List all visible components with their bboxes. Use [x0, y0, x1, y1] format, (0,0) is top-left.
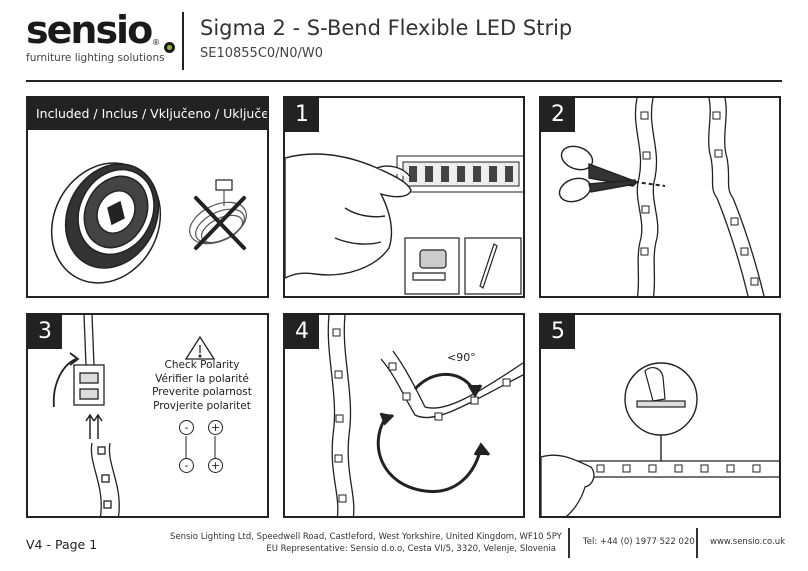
positive-sign: +	[208, 420, 223, 435]
company-address: Sensio Lighting Ltd, Speedwell Road, Cas…	[170, 531, 562, 555]
polarity-line: Preverite polarnost	[152, 386, 252, 398]
polarity-instructions: Check Polarity Vérifier la polarité Prev…	[142, 359, 262, 413]
curved-arrow-icon	[52, 352, 80, 408]
page-version: V4 - Page 1	[26, 537, 98, 552]
header-divider	[182, 12, 184, 70]
step-number: 1	[285, 98, 319, 132]
brand-name: sensio	[26, 8, 153, 52]
negative-sign: -	[179, 420, 194, 435]
step-2-panel: 2	[539, 96, 781, 298]
step-2-illustration	[558, 98, 765, 296]
step-1-panel: 1	[283, 96, 525, 298]
s-bend-strip-icon	[327, 315, 523, 516]
step-number: 5	[541, 315, 575, 349]
up-arrows-icon	[85, 413, 103, 439]
warning-icon	[184, 335, 216, 360]
rotate-arrow-icon	[376, 373, 491, 493]
included-panel: Included / Inclus / Vključeno / Uključen…	[26, 96, 269, 298]
connector-wire-icon	[73, 315, 105, 406]
product-code: SE10855C0/N0/W0	[200, 46, 324, 61]
led-strip-icon	[396, 155, 523, 193]
negative-sign: -	[179, 458, 194, 473]
s-bend-strip-icon	[90, 442, 120, 516]
address-line: EU Representative: Sensio d.o.o, Cesta V…	[266, 544, 556, 554]
led-chip-icon	[332, 328, 511, 503]
telephone: Tel: +44 (0) 1977 522 020	[583, 537, 695, 547]
tape-measure-icon	[404, 237, 460, 295]
footer-divider	[568, 528, 570, 558]
header-rule	[26, 80, 782, 82]
not-included-x-icon	[194, 196, 246, 250]
brand-tagline: furniture lighting solutions	[26, 52, 165, 64]
step-3-illustration	[52, 315, 216, 516]
step-5-illustration	[541, 362, 779, 516]
step-number: 3	[28, 315, 62, 349]
polarity-line: Check Polarity	[164, 359, 240, 371]
step-number: 4	[285, 315, 319, 349]
address-line: Sensio Lighting Ltd, Speedwell Road, Cas…	[170, 532, 562, 542]
step-4-panel: <90° 4	[283, 313, 525, 518]
footer-divider	[696, 528, 698, 558]
led-chip-icon	[570, 464, 761, 473]
pencil-icon	[464, 237, 522, 295]
led-chip-icon	[640, 111, 759, 286]
registered-mark: ®	[152, 38, 160, 47]
angle-label: <90°	[447, 351, 476, 364]
connector-cable-icon	[189, 179, 247, 245]
hand-icon	[285, 153, 412, 279]
product-title: Sigma 2 - S-Bend Flexible LED Strip	[200, 16, 573, 40]
brand-logo: sensio ® furniture lighting solutions	[26, 8, 175, 70]
scissors-icon	[558, 145, 639, 203]
s-bend-strip-icon	[634, 98, 765, 296]
led-reel-icon	[50, 162, 162, 284]
positive-sign: +	[208, 458, 223, 473]
logo-dot-icon	[164, 42, 175, 53]
polarity-lines	[185, 436, 216, 458]
step-5-panel: 5	[539, 313, 781, 518]
included-header: Included / Inclus / Vključeno / Uključen…	[28, 98, 267, 130]
polarity-line: Provjerite polaritet	[153, 399, 251, 412]
step-1-illustration	[285, 153, 523, 295]
polarity-line: Vérifier la polarité	[155, 372, 249, 385]
finger-press-icon	[636, 367, 686, 408]
website-link[interactable]: www.sensio.co.uk	[710, 537, 786, 547]
step-4-illustration	[327, 315, 523, 516]
included-illustration	[50, 162, 247, 284]
hand-icon	[541, 454, 595, 516]
step-3-panel: Check Polarity Vérifier la polarité Prev…	[26, 313, 269, 518]
step-number: 2	[541, 98, 575, 132]
